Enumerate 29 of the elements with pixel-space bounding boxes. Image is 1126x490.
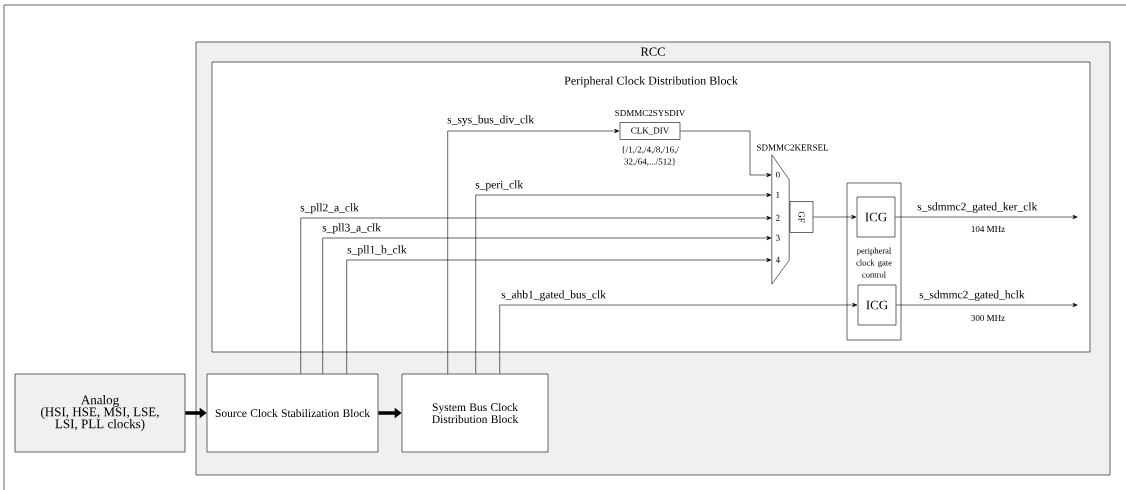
edge-label: s_pll2_a_clk [299, 202, 360, 215]
edge-label: s_ahb1_gated_bus_clk [500, 289, 607, 302]
register-label: SDMMC2SYSDIV [615, 109, 686, 117]
frequency-label: 104 MHz [971, 225, 1005, 233]
gate-box: ICG [856, 196, 896, 238]
arrow [447, 128, 620, 374]
edge-label: s_pll1_b_clk [346, 244, 408, 257]
arrow [300, 215, 772, 374]
block-box: Source Clock Stabilization Block [206, 373, 379, 453]
edge-label: s_sys_bus_div_clk [446, 114, 536, 127]
edge-label: s_peri_clk [474, 179, 525, 192]
edge-label: s_pll3_a_clk [321, 222, 382, 235]
source-box: Analog (HSI, HSE, MSI, LSE, LSI, PLL clocks) [14, 373, 186, 453]
register-label: SDMMC2KERSEL [757, 144, 828, 151]
arrow [813, 214, 857, 220]
arrow [499, 302, 858, 374]
edge-label: s_sdmmc2_gated_hclk [918, 289, 1026, 302]
filter-box: GF [789, 201, 814, 233]
block-box: System Bus Clock Distribution Block [401, 373, 549, 453]
arrow [680, 130, 772, 178]
arrow [475, 192, 772, 374]
arrow [322, 235, 772, 374]
arrow [896, 302, 1078, 308]
register-label: {/1,/2,/4,/8,/16,/ 32,/64,.../512} [622, 146, 679, 166]
edge-label: s_sdmmc2_gated_ker_clk [916, 201, 1039, 214]
arrow [346, 257, 772, 374]
gate-box: ICG [857, 284, 897, 326]
frequency-label: 300 MHz [971, 314, 1005, 322]
arrow [895, 214, 1078, 220]
